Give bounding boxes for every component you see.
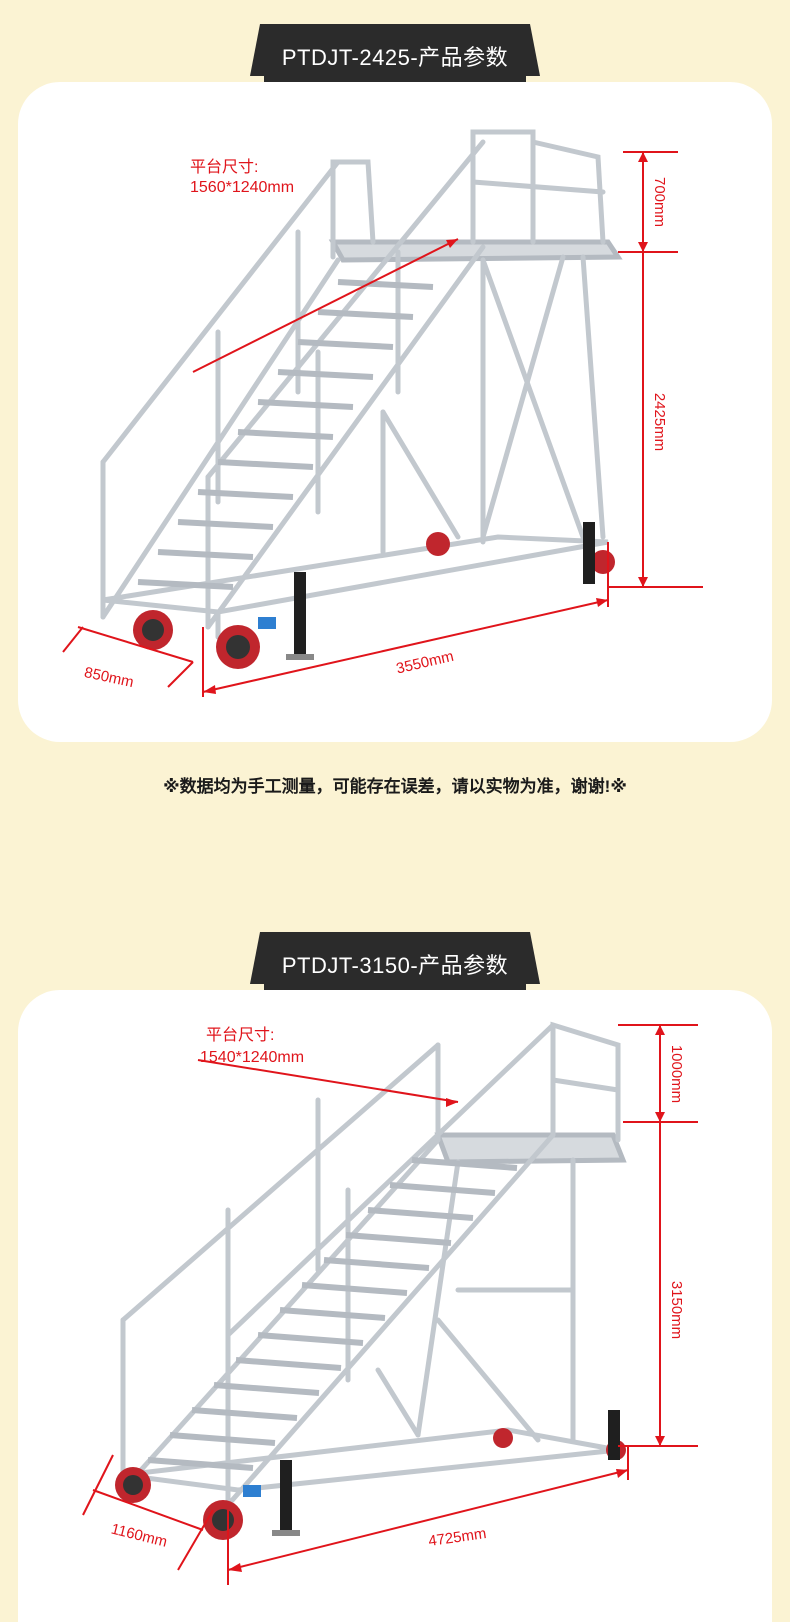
section-title: PTDJT-3150-产品参数 xyxy=(281,953,509,978)
measurement-disclaimer: ※数据均为手工测量，可能存在误差，请以实物为准，谢谢!※ xyxy=(163,777,627,796)
railing-height-label: 1000mm xyxy=(668,1045,685,1103)
length-label: 4725mm xyxy=(427,1525,487,1550)
dimension-lines xyxy=(62,151,703,697)
product-image-card: 平台尺寸: 1560*1240mm 700mm 2425mm 850mm 355… xyxy=(18,82,772,742)
section-title: PTDJT-2425-产品参数 xyxy=(281,45,509,70)
platform-size: 1560*1240mm xyxy=(190,179,294,196)
ladder-frame xyxy=(120,1021,627,1508)
width-label: 1160mm xyxy=(109,1520,169,1550)
ladder-steps xyxy=(137,279,434,590)
ladder-steps xyxy=(147,1157,518,1471)
dimension-arrows xyxy=(203,152,648,694)
platform-height-label: 2425mm xyxy=(651,393,668,451)
platform-size: 1540*1240mm xyxy=(200,1049,304,1066)
product-image-card: 平台尺寸: 1540*1240mm 1000mm 3150mm 1160mm 4… xyxy=(18,990,772,1622)
product-section-1: PTDJT-2425-产品参数 xyxy=(0,0,790,790)
railing-height-label: 700mm xyxy=(651,177,668,227)
platform-label: 平台尺寸: xyxy=(190,158,258,176)
platform-label: 平台尺寸: xyxy=(206,1026,274,1044)
dimension-lines xyxy=(82,1024,698,1585)
platform-height-label: 3150mm xyxy=(668,1281,685,1339)
dimension-arrows xyxy=(228,1025,665,1572)
ladder-illustration: 平台尺寸: 1560*1240mm 700mm 2425mm 850mm 355… xyxy=(62,129,703,697)
ladder-illustration: 平台尺寸: 1540*1240mm 1000mm 3150mm 1160mm 4… xyxy=(82,1021,698,1585)
